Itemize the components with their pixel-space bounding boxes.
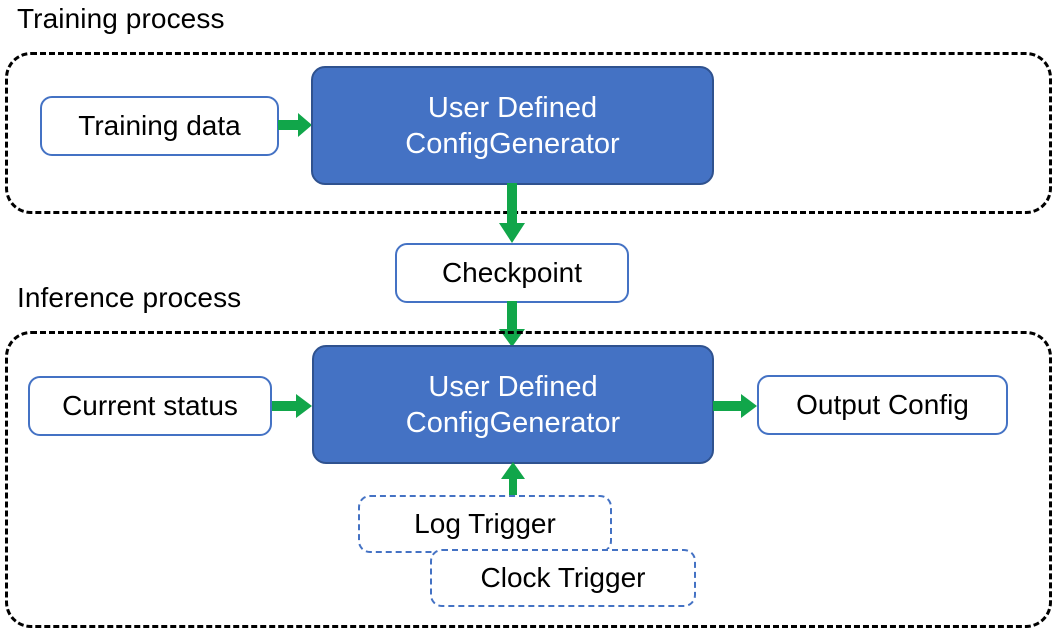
training-process-container — [5, 52, 1052, 214]
checkpoint-label: Checkpoint — [441, 257, 583, 288]
inference-config-generator-node[interactable]: User Defined ConfigGenerator — [312, 345, 714, 464]
training-generator-line1: User Defined — [427, 91, 598, 124]
log-trigger-node[interactable]: Log Trigger — [358, 495, 612, 553]
current-status-label: Current status — [62, 390, 238, 421]
inference-generator-line1: User Defined — [428, 370, 598, 403]
training-generator-line2: ConfigGenerator — [405, 127, 620, 160]
log-trigger-label: Log Trigger — [414, 508, 556, 539]
training-process-title: Training process — [17, 3, 225, 34]
training-data-label: Training data — [78, 110, 241, 141]
clock-trigger-node[interactable]: Clock Trigger — [430, 549, 696, 607]
inference-process-container — [5, 331, 1052, 628]
inference-generator-line2: ConfigGenerator — [405, 406, 621, 439]
inference-process-title: Inference process — [17, 282, 242, 313]
output-config-node[interactable]: Output Config — [757, 375, 1008, 435]
training-config-generator-node[interactable]: User Defined ConfigGenerator — [311, 66, 714, 185]
checkpoint-node[interactable]: Checkpoint — [395, 243, 629, 303]
training-data-node[interactable]: Training data — [40, 96, 279, 156]
current-status-node[interactable]: Current status — [28, 376, 272, 436]
output-config-label: Output Config — [796, 389, 969, 420]
clock-trigger-label: Clock Trigger — [480, 562, 646, 593]
